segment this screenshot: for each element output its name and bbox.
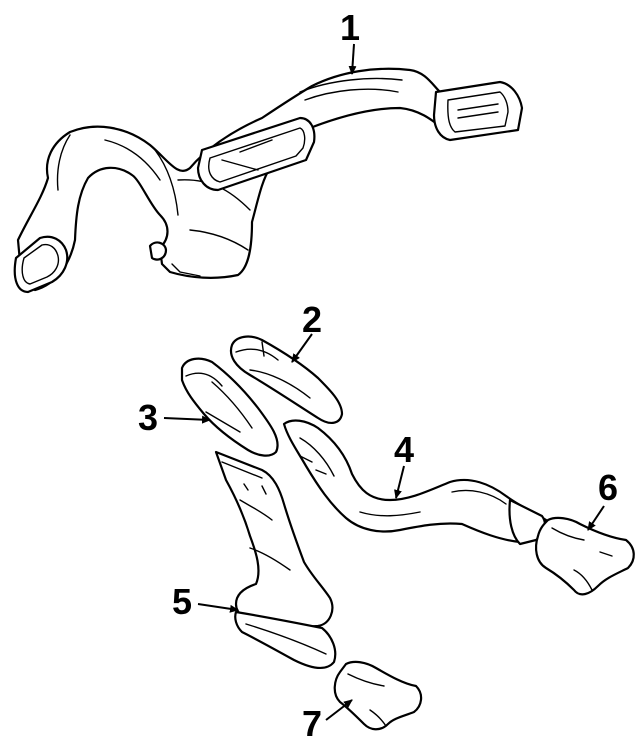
part-5-duct: [214, 450, 337, 669]
part-1-main-air-duct: [13, 67, 524, 294]
part-7-connector: [333, 660, 423, 731]
leader-line-4: [394, 465, 405, 499]
callout-number-6: 6: [598, 467, 618, 508]
leader-line-3: [163, 415, 211, 424]
callout-number-5: 5: [172, 581, 192, 622]
callout-number-7: 7: [302, 703, 322, 744]
callout-4: 4: [394, 429, 414, 499]
leader-line-7: [325, 699, 353, 721]
part-4-floor-duct: [282, 419, 548, 546]
part-2-duct: [229, 335, 344, 424]
callout-6: 6: [587, 467, 618, 531]
callout-number-2: 2: [302, 299, 322, 340]
callout-5: 5: [172, 581, 239, 622]
leader-line-5: [197, 603, 239, 613]
leader-line-1: [348, 43, 357, 75]
callout-1: 1: [340, 7, 360, 75]
leader-line-6: [587, 505, 605, 531]
callout-number-3: 3: [138, 397, 158, 438]
callout-number-4: 4: [394, 429, 414, 470]
callout-3: 3: [138, 397, 211, 438]
leader-line-2: [291, 333, 313, 363]
callout-number-1: 1: [340, 7, 360, 48]
part-3-duct: [180, 357, 279, 457]
callout-2: 2: [291, 299, 322, 363]
callout-7: 7: [302, 699, 353, 744]
part-6-connector: [535, 516, 635, 596]
